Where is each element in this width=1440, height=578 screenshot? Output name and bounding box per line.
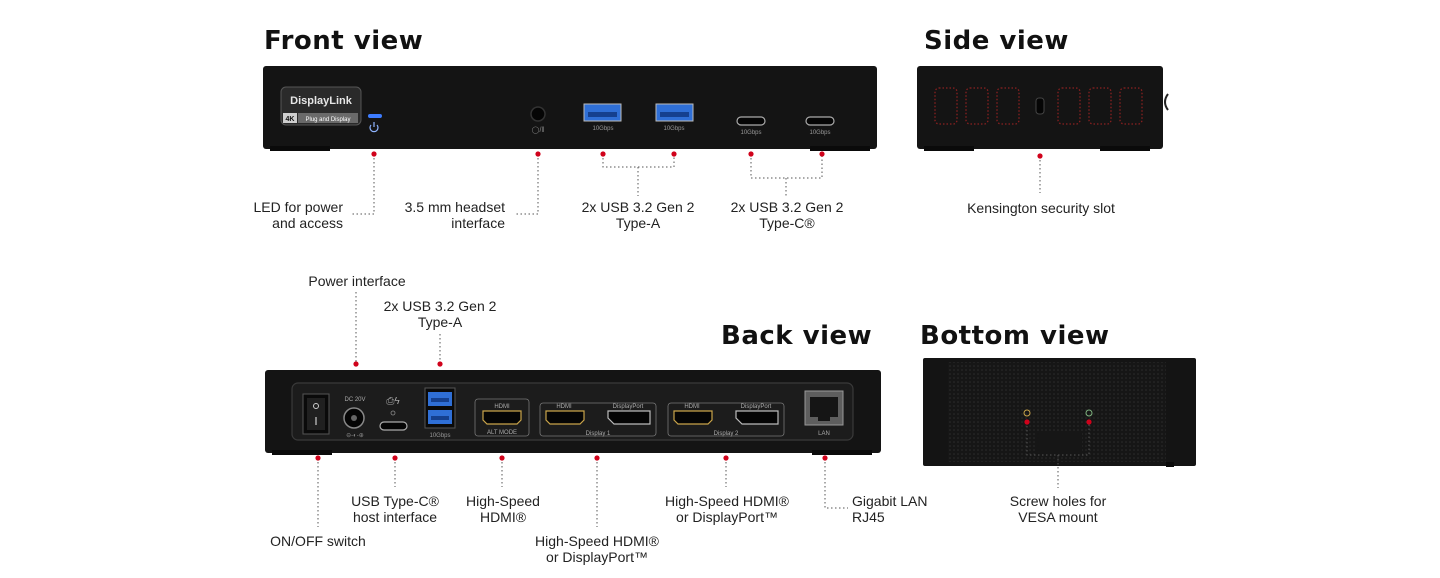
svg-text:DisplayLink: DisplayLink xyxy=(290,95,353,107)
back-callout-dots xyxy=(315,361,828,461)
front-usb-c-port-1: 10Gbps xyxy=(736,116,766,136)
back-view-device: DC 20V ⊖-◐-⊕ ⎙ϟ 10Gbps HDMI ALT MODE xyxy=(265,370,881,455)
power-switch xyxy=(302,393,330,435)
svg-text:10Gbps: 10Gbps xyxy=(429,433,450,439)
svg-text:10Gbps: 10Gbps xyxy=(809,130,830,136)
front-callout-dots xyxy=(371,151,825,157)
svg-text:Display 2: Display 2 xyxy=(714,431,739,437)
callout-hdmi-dp-display2: High-Speed HDMI®or DisplayPort™ xyxy=(665,493,789,525)
led-indicator xyxy=(368,114,382,118)
svg-text:10Gbps: 10Gbps xyxy=(592,126,613,132)
svg-text:LAN: LAN xyxy=(818,431,830,437)
svg-text:DC 20V: DC 20V xyxy=(344,397,365,403)
back-view-title: Back view xyxy=(721,321,873,351)
kensington-slot xyxy=(1035,97,1045,115)
svg-text:HDMI: HDMI xyxy=(684,404,700,410)
power-symbol-icon xyxy=(369,122,379,133)
side-view-device xyxy=(917,66,1169,151)
back-leader-lines xyxy=(317,292,848,527)
svg-text:⊖-◐-⊕: ⊖-◐-⊕ xyxy=(346,433,364,439)
headset-jack xyxy=(530,106,546,122)
svg-text:Plug and Display: Plug and Display xyxy=(305,117,350,123)
callout-hdmi-dp-display1: High-Speed HDMI®or DisplayPort™ xyxy=(535,533,659,565)
svg-text:HDMI: HDMI xyxy=(556,404,572,410)
callout-usb-c-host: USB Type-C®host interface xyxy=(351,493,439,525)
svg-text:⎙ϟ: ⎙ϟ xyxy=(386,396,400,407)
svg-text:DisplayPort: DisplayPort xyxy=(613,404,644,410)
front-usb-a-port-2: 10Gbps xyxy=(655,103,694,132)
svg-text:4K: 4K xyxy=(286,116,295,123)
svg-text:HDMI: HDMI xyxy=(494,404,510,410)
front-view-device: DisplayLink 4K Plug and Display ◯/ǁ 10Gb… xyxy=(263,66,877,151)
callout-onoff-switch: ON/OFF switch xyxy=(270,533,366,549)
dc-power-jack: DC 20V ⊖-◐-⊕ xyxy=(343,397,366,439)
side-view-title: Side view xyxy=(924,26,1069,56)
displaylink-logo: DisplayLink 4K Plug and Display xyxy=(280,86,362,126)
svg-text:DisplayPort: DisplayPort xyxy=(741,404,772,410)
front-usb-a-port-1: 10Gbps xyxy=(583,103,622,132)
back-usb-a-ports: 10Gbps xyxy=(424,387,456,439)
hdmi-alt-mode-port: HDMI ALT MODE xyxy=(474,398,530,437)
display-2-ports: HDMI DisplayPort Display 2 xyxy=(667,402,785,437)
front-leader-lines xyxy=(352,154,823,215)
svg-text:ALT MODE: ALT MODE xyxy=(487,430,517,436)
svg-text:◯/ǁ: ◯/ǁ xyxy=(532,126,545,134)
svg-text:10Gbps: 10Gbps xyxy=(663,126,684,132)
front-view-title: Front view xyxy=(264,26,424,56)
svg-text:Display 1: Display 1 xyxy=(586,431,611,437)
lan-port: LAN xyxy=(804,390,844,437)
front-usb-c-port-2: 10Gbps xyxy=(805,116,835,136)
svg-text:10Gbps: 10Gbps xyxy=(740,130,761,136)
bottom-view-title: Bottom view xyxy=(920,321,1110,351)
display-1-ports: HDMI DisplayPort Display 1 xyxy=(539,402,657,437)
callout-kensington: Kensington security slot xyxy=(967,200,1115,216)
usb-c-host-port: ⎙ϟ xyxy=(379,396,408,431)
callout-power-interface: Power interface xyxy=(308,273,406,289)
bottom-view-device xyxy=(923,358,1196,467)
